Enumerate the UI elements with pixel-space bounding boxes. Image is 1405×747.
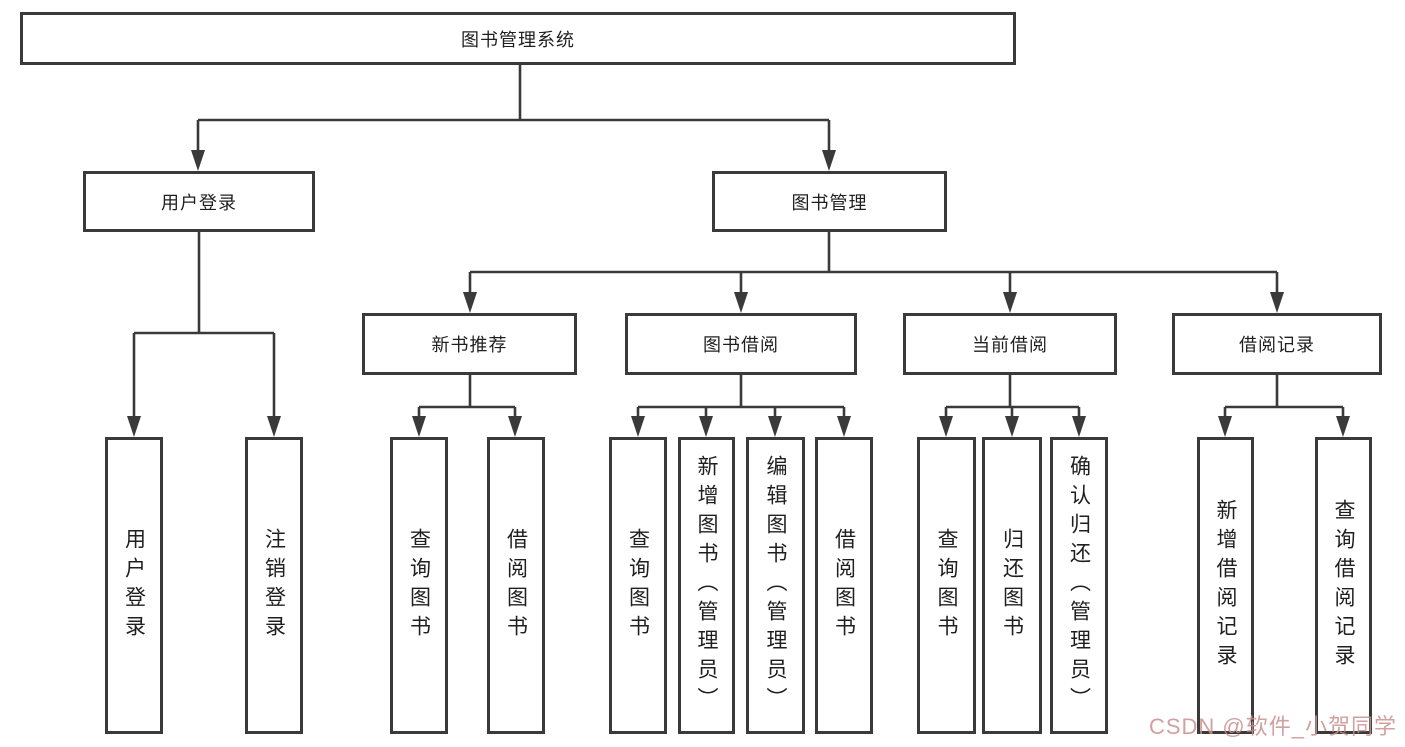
leaf-borrow-books-label: 借阅图书 [832,527,856,644]
leaf-borrow-books-recommend-label: 借阅图书 [504,527,528,644]
leaf-return-books: 归还图书 [982,437,1042,734]
arrowheads [127,150,1350,437]
node-borrow-records-label: 借阅记录 [1239,335,1315,355]
leaf-confirm-return-admin: 确认归还（管理员） [1050,437,1108,734]
node-book-management: 图书管理 [712,171,947,232]
leaf-user-login: 用户登录 [105,437,163,734]
node-root: 图书管理系统 [20,12,1016,65]
node-book-borrow-label: 图书借阅 [703,335,779,355]
leaf-query-books-borrow: 查询图书 [609,437,667,734]
node-book-management-label: 图书管理 [791,192,868,213]
leaf-query-borrow-record: 查询借阅记录 [1315,437,1372,734]
leaf-add-books-admin: 新增图书（管理员） [678,437,735,734]
node-new-book-recommend-label: 新书推荐 [431,335,508,355]
leaf-query-borrow-record-label: 查询借阅记录 [1332,498,1355,673]
leaf-confirm-return-admin-label: 确认归还（管理员） [1067,455,1091,716]
node-book-borrow: 图书借阅 [625,313,857,375]
node-user-login-label: 用户登录 [161,192,237,213]
node-root-label: 图书管理系统 [461,29,575,50]
leaf-query-books-recommend: 查询图书 [390,437,448,734]
leaf-return-books-label: 归还图书 [1000,527,1024,644]
leaf-query-books-recommend-label: 查询图书 [407,527,431,644]
leaf-borrow-books: 借阅图书 [815,437,873,734]
leaf-borrow-books-recommend: 借阅图书 [487,437,545,734]
leaf-logout: 注销登录 [245,437,303,734]
leaf-add-borrow-record-label: 新增借阅记录 [1214,498,1237,673]
leaf-add-books-admin-label: 新增图书（管理员） [695,455,718,716]
node-user-login: 用户登录 [83,171,315,232]
node-current-borrow-label: 当前借阅 [972,335,1048,355]
leaf-logout-label: 注销登录 [262,527,286,644]
leaf-user-login-label: 用户登录 [122,527,146,644]
leaf-query-books-current: 查询图书 [917,437,976,734]
leaf-edit-books-admin: 编辑图书（管理员） [746,437,805,734]
leaf-add-borrow-record: 新增借阅记录 [1197,437,1254,734]
leaf-query-books-current-label: 查询图书 [935,527,958,644]
node-new-book-recommend: 新书推荐 [362,313,577,375]
leaf-edit-books-admin-label: 编辑图书（管理员） [764,455,787,716]
leaf-query-books-borrow-label: 查询图书 [626,527,650,644]
node-current-borrow: 当前借阅 [903,313,1117,375]
node-borrow-records: 借阅记录 [1172,313,1382,375]
